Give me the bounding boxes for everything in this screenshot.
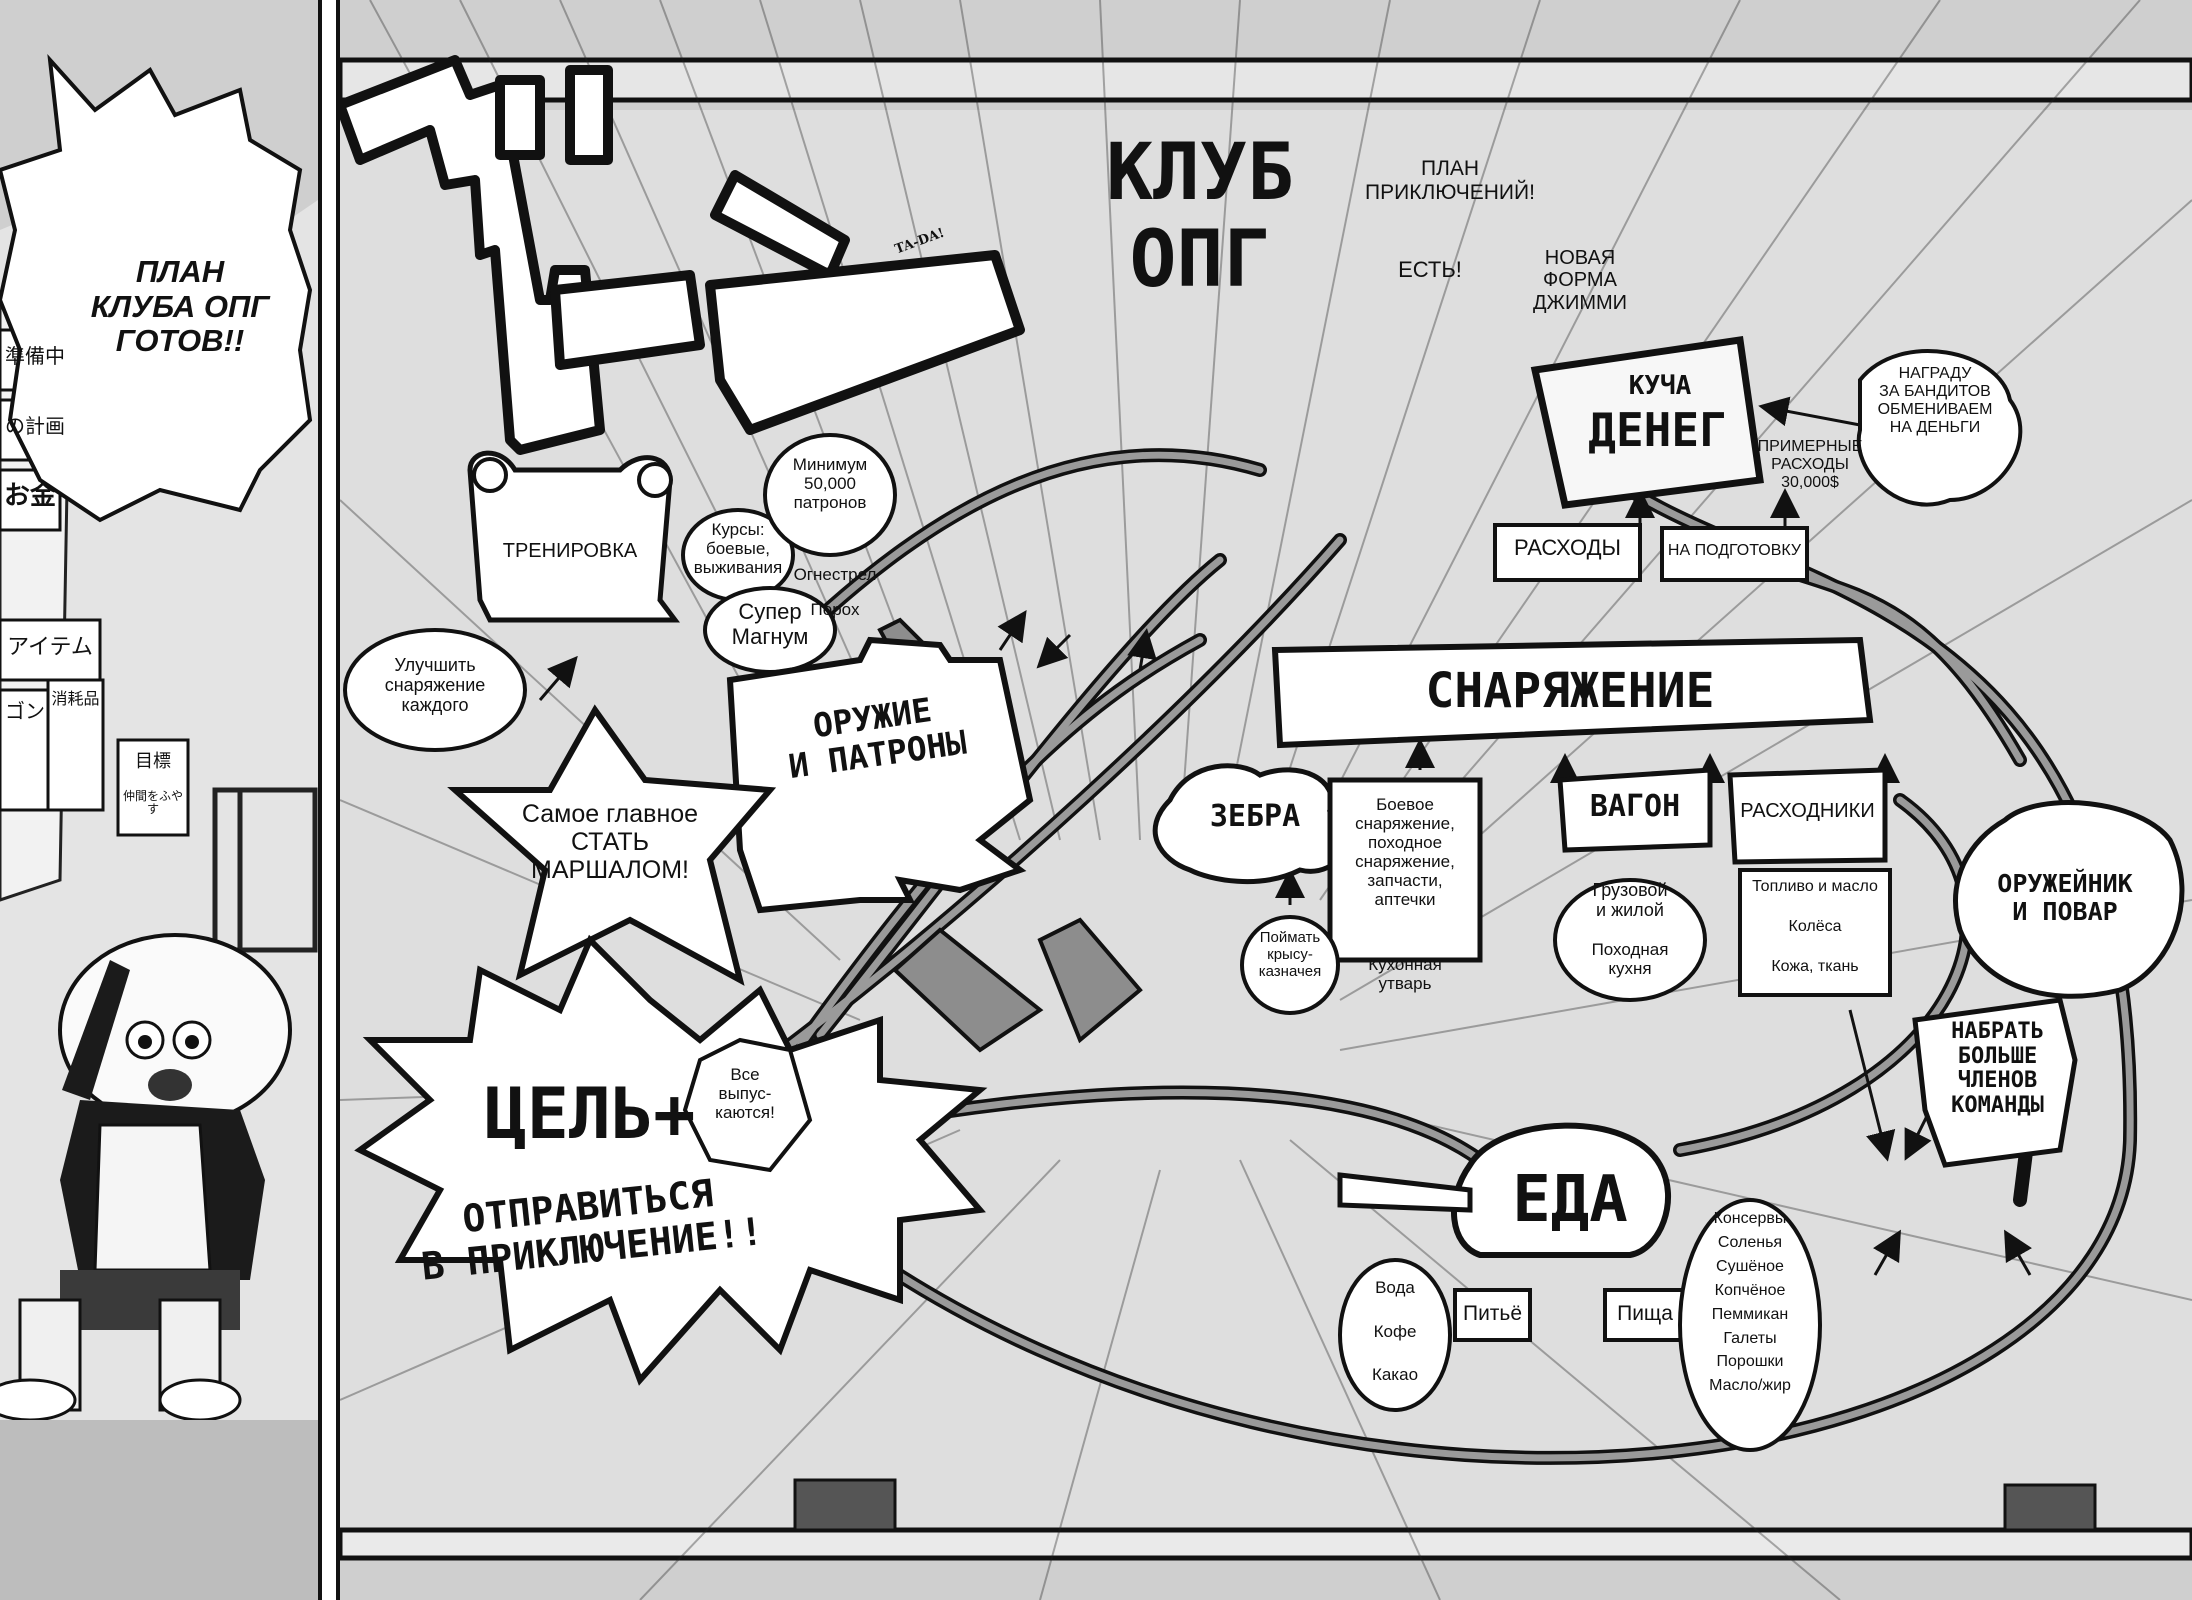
wagon-label: ВАГОН — [1589, 789, 1681, 824]
gear-list: Боевое снаряжение, походное снаряжение, … — [1355, 795, 1455, 910]
board-subtitle: ПЛАН ПРИКЛЮЧЕНИЙ! — [1365, 157, 1535, 204]
reward-note: НАГРАДУ ЗА БАНДИТОВ ОБМЕНИВАЕМ НА ДЕНЬГИ — [1877, 365, 1993, 436]
equipment-label: СНАРЯЖЕНИЕ — [1425, 663, 1715, 719]
recruit-label: НАБРАТЬ БОЛЬШЕ ЧЛЕНОВ КОМАНДЫ — [1951, 1019, 2044, 1118]
water-note: Вода — [1375, 1278, 1415, 1297]
consumables-label: РАСХОДНИКИ — [1740, 800, 1875, 822]
plan-board: TA-DA! КЛУБ ОПГ ПЛАН ПРИКЛЮЧЕНИЙ! ЕСТЬ! … — [340, 0, 2192, 1600]
minimum-ammo-note: Минимум 50,000 патронов — [792, 455, 868, 513]
money-pile-small: КУЧА — [1628, 371, 1692, 401]
preparation-label: НА ПОДГОТОВКУ — [1667, 542, 1802, 559]
camp-kitchen-note: Походная кухня — [1591, 940, 1669, 979]
magnum-note: Супер Магнум — [731, 599, 809, 649]
sign-6: 消耗品 — [51, 689, 100, 708]
gunsmith-label: ОРУЖЕЙНИК И ПОВАР — [1997, 869, 2133, 926]
list-item: Соленья — [1717, 1233, 1783, 1251]
bubble-text: ПЛАН КЛУБА ОПГ ГОТОВ!! — [90, 254, 270, 359]
improve-gear-note: Улучшить снаряжение каждого — [384, 655, 486, 716]
sign-4: アイテム — [7, 635, 93, 660]
expenses-label: РАСХОДЫ — [1514, 535, 1621, 560]
list-item: Галеты — [1723, 1329, 1777, 1347]
firearms-note: Огнестрел — [793, 565, 877, 584]
wheels-note: Колёса — [1788, 918, 1842, 935]
board-title: КЛУБ ОПГ — [1106, 128, 1294, 306]
sign-7: 目標 — [135, 751, 171, 772]
sign-8: 仲間をふやす — [122, 789, 183, 817]
food-label: ЕДА — [1512, 1163, 1628, 1237]
leather-note: Кожа, ткань — [1771, 958, 1859, 975]
sign-3: お金 — [3, 481, 56, 511]
powder-note: Порох — [810, 600, 860, 619]
left-panel: ПЛАН КЛУБА ОПГ ГОТОВ!! 準備中 の計画 お金 アイテム ゴ… — [0, 0, 318, 1600]
graduate-note: Все выпус- каются! — [715, 1065, 775, 1123]
main-goal-text: Самое главное СТАТЬ МАРШАЛОМ! — [521, 800, 699, 884]
goal-label: ЦЕЛЬ+ — [484, 1073, 696, 1155]
list-item: Копчёное — [1714, 1281, 1786, 1299]
new-uniform-label: НОВАЯ ФОРМА ДЖИММИ — [1532, 247, 1628, 314]
list-item: Пеммикан — [1711, 1305, 1789, 1323]
estimate-note: ПРИМЕРНЫЕ РАСХОДЫ 30,000$ — [1757, 438, 1863, 491]
list-item: Масло/жир — [1709, 1377, 1791, 1395]
sign-1: 準備中 — [5, 344, 65, 368]
drink-label: Питьё — [1462, 1302, 1523, 1325]
cocoa-note: Какао — [1371, 1365, 1419, 1384]
catch-rat-note: Поймать крысу- казначея — [1258, 929, 1322, 980]
has-label: ЕСТЬ! — [1398, 257, 1462, 282]
courses-note: Курсы: боевые, выживания — [693, 520, 783, 578]
training-label: ТРЕНИРОВКА — [502, 540, 638, 562]
kitchen-tools-note: Кухонная утварь — [1368, 955, 1442, 994]
fuel-note: Топливо и масло — [1752, 878, 1878, 895]
list-item: Консервы — [1713, 1210, 1787, 1227]
wagon-type-note: Грузовой и жилой — [1592, 880, 1668, 921]
list-item: Сушёное — [1716, 1257, 1784, 1275]
zebra-label: ЗЕБРА — [1209, 799, 1301, 834]
don-sfx-shapes — [340, 55, 1025, 455]
board-art — [340, 0, 2192, 1600]
sign-2: の計画 — [5, 414, 65, 438]
meal-label: Пища — [1617, 1302, 1673, 1325]
coffee-note: Кофе — [1373, 1322, 1417, 1341]
list-item: Порошки — [1716, 1353, 1784, 1371]
left-panel-art — [0, 0, 318, 1600]
food-items-list: Консервы Соленья Сушёное Копчёное Пеммик… — [1685, 1210, 1815, 1401]
sign-5: ゴン — [5, 699, 45, 723]
panel-divider — [318, 0, 340, 1600]
money-pile-big: ДЕНЕГ — [1588, 403, 1727, 457]
